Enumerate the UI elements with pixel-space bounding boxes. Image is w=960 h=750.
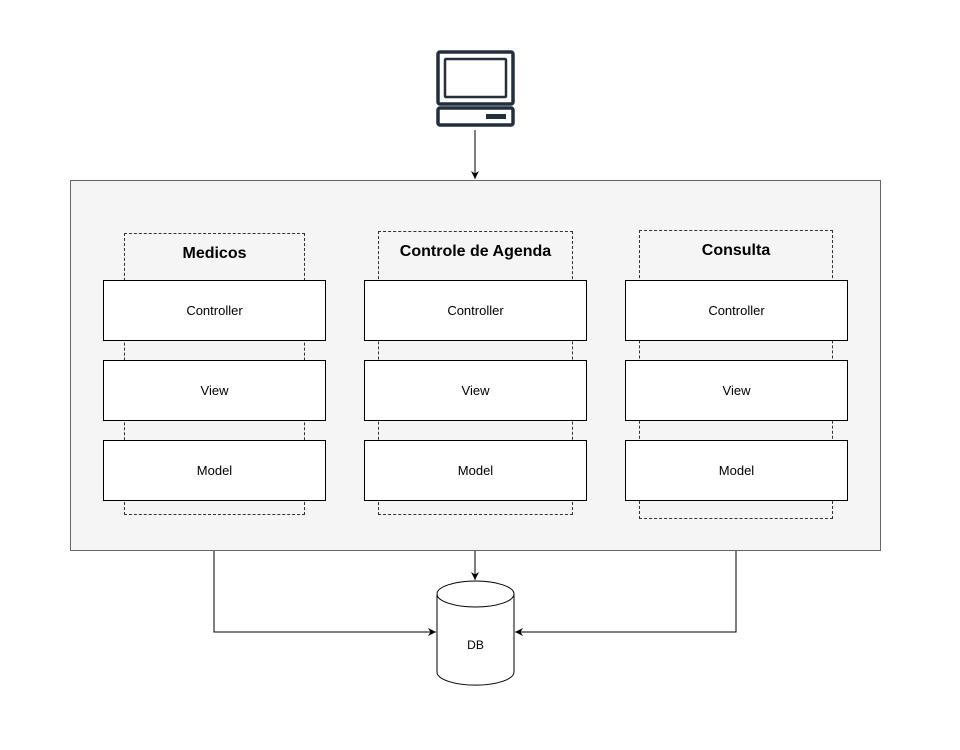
- consulta-model-box: Model: [625, 440, 848, 501]
- consulta-controller-box: Controller: [625, 280, 848, 341]
- consulta-view-box: View: [625, 360, 848, 421]
- medicos-model-box: Model: [103, 440, 326, 501]
- agenda-view-box: View: [364, 360, 587, 421]
- module-title: Medicos: [182, 245, 247, 262]
- agenda-controller-box: Controller: [364, 280, 587, 341]
- agenda-model-box: Model: [364, 440, 587, 501]
- medicos-view-box: View: [103, 360, 326, 421]
- module-title: Controle de Agenda: [399, 243, 552, 260]
- database-label: DB: [467, 638, 484, 652]
- medicos-controller-box: Controller: [103, 280, 326, 341]
- module-title: Consulta: [701, 242, 771, 259]
